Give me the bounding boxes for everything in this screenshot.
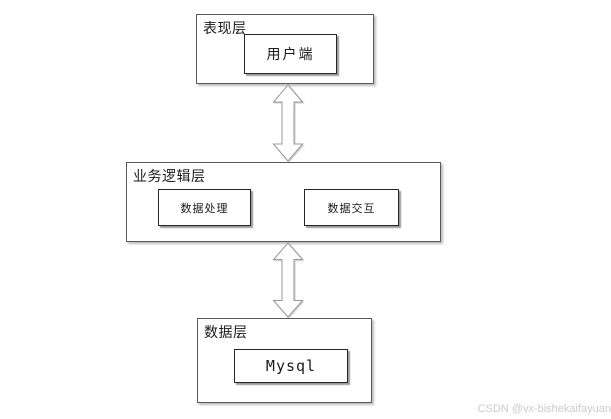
double-arrow-icon [272,84,304,162]
double-arrow-icon [272,242,304,318]
node-mysql-label: Mysql [265,357,317,375]
layer-data: 数据层 Mysql [197,318,372,403]
layer-business-logic-title: 业务逻辑层 [133,170,206,185]
layer-business-logic: 业务逻辑层 数据处理 数据交互 [126,162,441,242]
node-data-processing-label: 数据处理 [180,202,229,215]
node-mysql: Mysql [234,349,348,383]
node-client-label: 用户端 [266,48,315,63]
node-data-interaction-label: 数据交互 [327,202,376,215]
layer-presentation-title: 表现层 [203,22,247,37]
csdn-watermark: CSDN @vx-bishekaifayuan [477,403,611,415]
layer-presentation: 表现层 用户端 [196,14,374,84]
layer-data-title: 数据层 [204,326,248,341]
node-client: 用户端 [244,34,337,74]
node-data-processing: 数据处理 [158,189,251,226]
node-data-interaction: 数据交互 [304,189,399,226]
